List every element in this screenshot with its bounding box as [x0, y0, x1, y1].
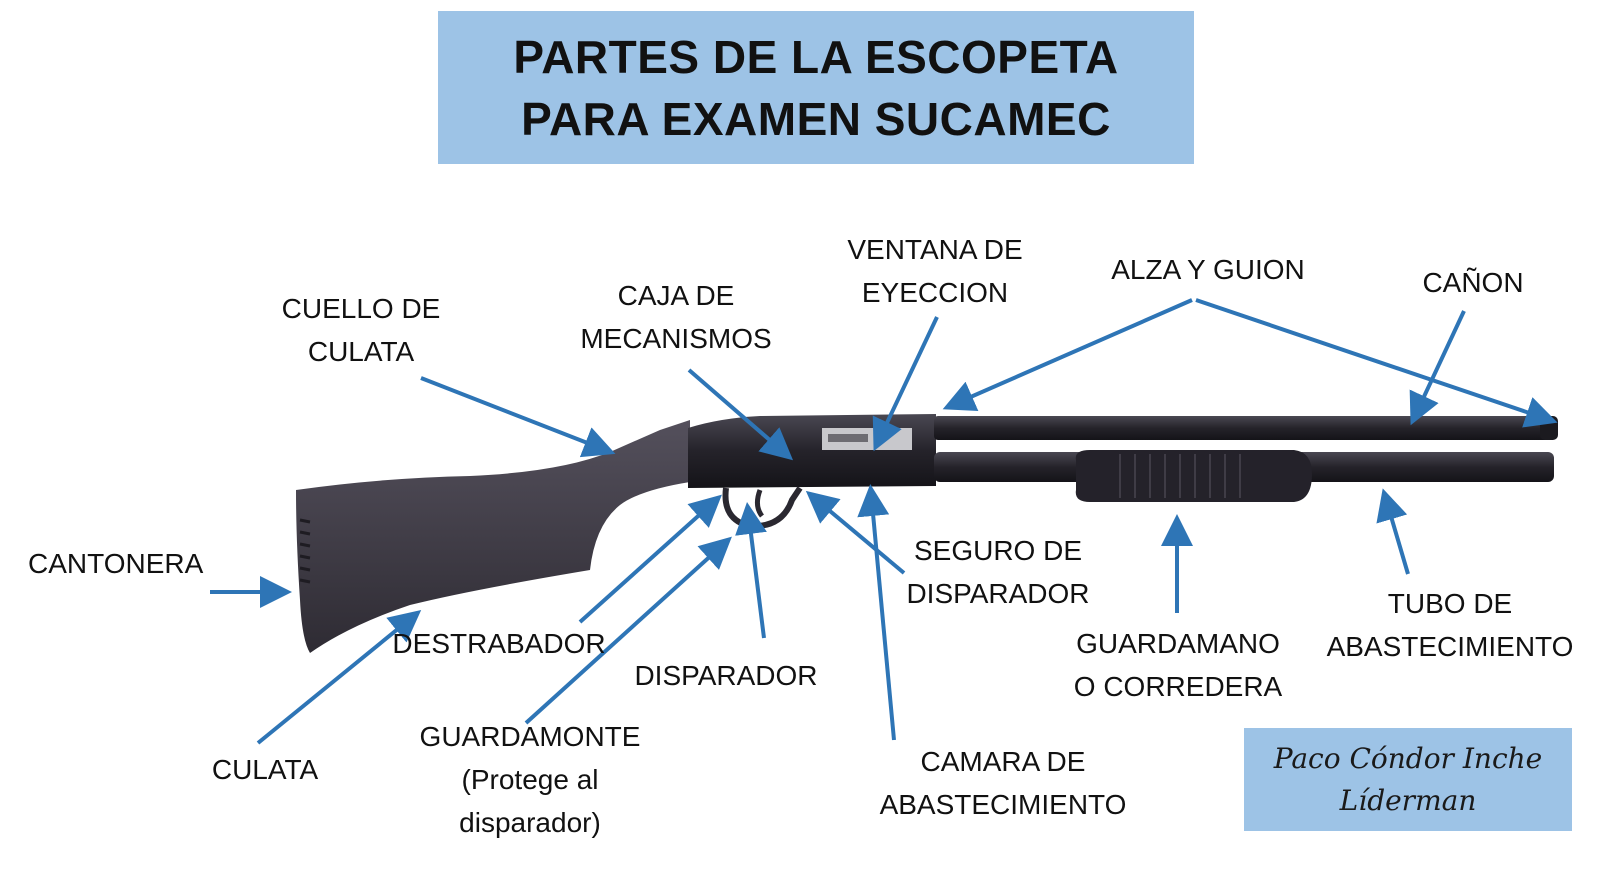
label-caja-de-mecanismos: CAJA DE MECANISMOS	[561, 274, 791, 360]
label-disparador: DISPARADOR	[626, 654, 826, 697]
label-guardamonte: GUARDAMONTE (Protege al disparador)	[400, 715, 660, 844]
label-seguro-de-disparador: SEGURO DE DISPARADOR	[888, 529, 1108, 615]
label-guardamonte-line3: disparador)	[459, 807, 601, 838]
buttpad-ribs	[299, 518, 311, 584]
title-banner: PARTES DE LA ESCOPETA PARA EXAMEN SUCAME…	[438, 11, 1194, 164]
label-cuello-de-culata: CUELLO DE CULATA	[276, 287, 446, 373]
arrow-culata	[256, 609, 422, 745]
label-destrabador-line1: DESTRABADOR	[392, 628, 606, 659]
arrow-cuello-de-culata	[420, 376, 616, 458]
label-cantonera-line1: CANTONERA	[28, 548, 204, 579]
label-camara-de-abastecimiento-line1: CAMARA DE	[920, 746, 1086, 777]
author-signature: Paco Cóndor Inche Líderman	[1244, 728, 1572, 831]
label-culata: CULATA	[200, 748, 330, 791]
barrel-shape	[934, 416, 1554, 440]
stock-shape	[296, 420, 690, 653]
label-ventana-de-eyeccion: VENTANA DE EYECCION	[830, 228, 1040, 314]
label-tubo-de-abastecimiento-line2: ABASTECIMIENTO	[1326, 631, 1574, 662]
label-caja-de-mecanismos-line2: MECANISMOS	[580, 323, 772, 354]
arrow-alza-right	[1195, 298, 1558, 428]
forend-shape	[1075, 450, 1312, 502]
signature-line-2: Líderman	[1339, 783, 1477, 817]
arrow-caja-de-mecanismos	[687, 368, 794, 461]
arrow-tubo-de-abastecimiento	[1376, 488, 1410, 575]
arrow-ventana-de-eyeccion	[872, 316, 939, 452]
label-destrabador: DESTRABADOR	[379, 622, 619, 665]
title-line-2: PARA EXAMEN SUCAMEC	[521, 92, 1111, 145]
arrow-destrabador	[578, 494, 722, 624]
label-guardamano-line2: O CORREDERA	[1073, 671, 1283, 702]
label-seguro-de-disparador-line1: SEGURO DE	[913, 535, 1083, 566]
label-cuello-de-culata-line1: CUELLO DE	[281, 293, 441, 324]
label-guardamano-o-corredera: GUARDAMANO O CORREDERA	[1058, 622, 1298, 708]
label-guardamonte-line2: (Protege al	[461, 764, 599, 795]
trigger-guard-shape	[722, 486, 803, 530]
label-canon-line1: CAÑON	[1422, 267, 1524, 298]
label-tubo-de-abastecimiento-line1: TUBO DE	[1387, 588, 1513, 619]
label-guardamonte-line1: GUARDAMONTE	[419, 721, 641, 752]
label-guardamano-line1: GUARDAMANO	[1076, 628, 1280, 659]
arrow-disparador	[735, 502, 767, 639]
label-caja-de-mecanismos-line1: CAJA DE	[617, 280, 735, 311]
title-line-1: PARTES DE LA ESCOPETA	[513, 30, 1119, 83]
label-ventana-de-eyeccion-line2: EYECCION	[861, 277, 1009, 308]
arrow-guardamonte	[524, 536, 732, 725]
label-camara-de-abastecimiento-line2: ABASTECIMIENTO	[879, 789, 1127, 820]
label-cantonera: CANTONERA	[28, 542, 228, 585]
arrow-seguro-de-disparador	[805, 490, 906, 575]
label-alza-y-guion: ALZA Y GUION	[1098, 248, 1318, 291]
arrow-alza-left	[942, 298, 1193, 412]
label-camara-de-abastecimiento: CAMARA DE ABASTECIMIENTO	[868, 740, 1138, 826]
label-ventana-de-eyeccion-line1: VENTANA DE	[847, 234, 1023, 265]
label-culata-line1: CULATA	[211, 754, 319, 785]
receiver-shape	[688, 414, 936, 488]
label-disparador-line1: DISPARADOR	[634, 660, 818, 691]
signature-line-1: Paco Cóndor Inche	[1273, 741, 1543, 775]
label-seguro-de-disparador-line2: DISPARADOR	[906, 578, 1090, 609]
arrows	[210, 298, 1558, 745]
trigger-shape	[754, 489, 765, 518]
label-tubo-de-abastecimiento: TUBO DE ABASTECIMIENTO	[1316, 582, 1584, 668]
label-canon: CAÑON	[1408, 261, 1538, 304]
label-cuello-de-culata-line2: CULATA	[307, 336, 415, 367]
label-alza-y-guion-line1: ALZA Y GUION	[1111, 254, 1305, 285]
shotgun-illustration	[296, 414, 1558, 653]
arrow-camara-de-abastecimiento	[857, 484, 896, 741]
arrow-canon	[1409, 310, 1466, 426]
